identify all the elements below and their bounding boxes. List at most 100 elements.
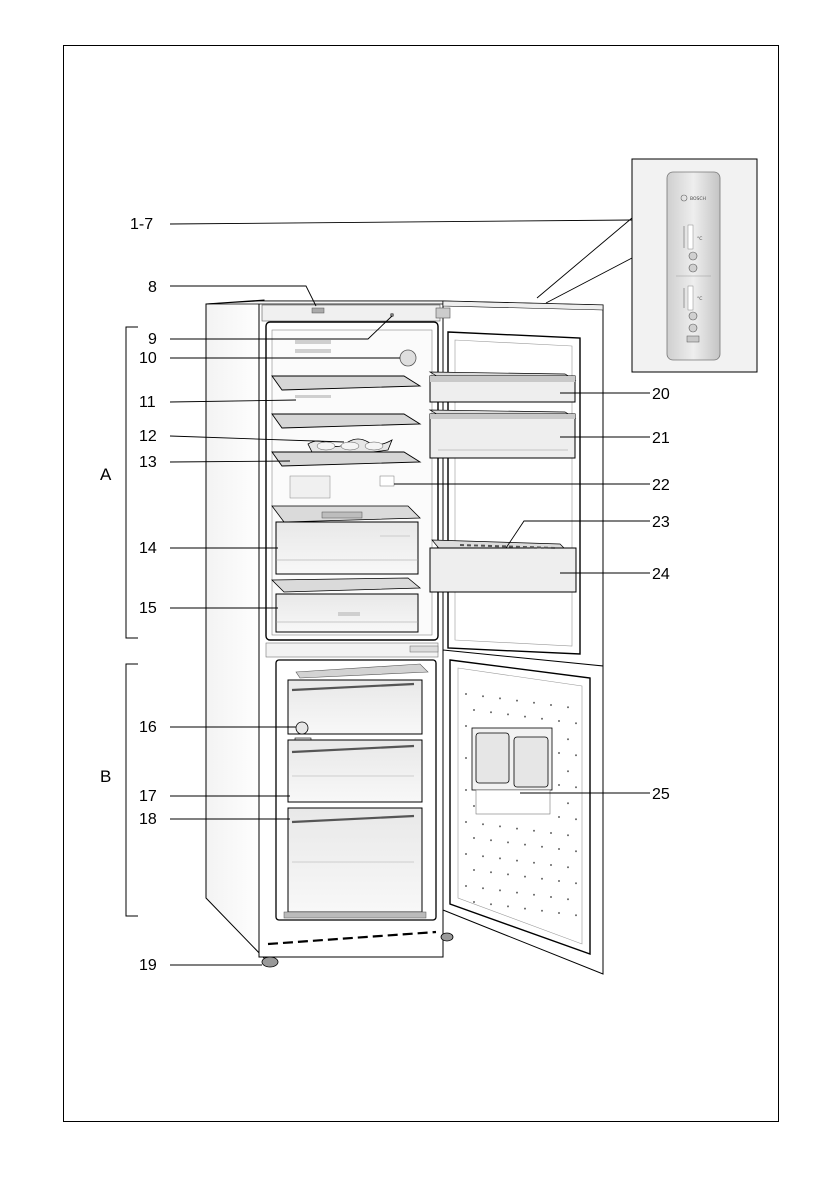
fridge-up-button[interactable] [688,251,698,261]
door-dot [490,839,492,842]
section-label-a: A [100,465,112,484]
door-dot [473,709,475,711]
label-8: 8 [148,279,157,296]
door-dot [499,889,501,892]
alarm-button[interactable] [686,335,700,343]
door-dot [575,722,577,725]
callout-20: 20 [560,386,670,403]
bosch-logo-icon [680,194,688,202]
label-11: 11 [139,394,156,411]
door-shelf-21[interactable] [428,409,577,459]
door-shelf-20[interactable] [428,371,577,403]
label-14: 14 [139,540,157,557]
section-label-b: B [100,767,111,786]
callout-11: 11 [139,394,297,411]
label-24: 24 [652,566,670,583]
freezer-door [442,649,604,975]
callout-12: 12 [139,428,345,445]
door-dot [575,754,577,757]
door-dot [567,802,569,805]
door-dot [465,757,467,759]
callout-10: 10 [139,350,400,367]
door-dot [490,903,492,906]
door-shelf-24[interactable] [429,539,577,593]
butter-indicator [379,475,395,487]
door-dot [575,914,577,917]
page-frame [63,45,779,1122]
door-dot [567,770,569,773]
label-20: 20 [652,386,670,403]
light-switch[interactable] [390,313,394,317]
door-dot [575,786,577,789]
door-dot [575,882,577,885]
label-16: 16 [139,719,157,736]
label-22: 22 [652,477,670,494]
door-dot [524,715,526,718]
door-dot [490,871,492,874]
door-dot [541,877,543,880]
callout-9: 9 [148,315,393,348]
freezer-drawer-17[interactable] [287,739,423,803]
freezer-drawer-18[interactable] [287,807,423,913]
door-dot [567,898,569,901]
door-dot [541,909,543,912]
door-dot [533,861,535,864]
ice-tray-icon [295,721,309,735]
door-dot [550,832,552,834]
fridge-temp-unit: °C [697,236,702,242]
door-dot [550,896,552,898]
glass-shelf-11 [271,375,422,391]
door-dot [558,784,560,786]
label-18: 18 [139,811,157,828]
freezer-drawer-16[interactable] [287,679,423,747]
label-1-7: 1-7 [130,216,153,233]
door-dot [465,853,467,855]
door-dot [473,837,475,839]
door-dot [541,717,543,720]
label-13: 13 [139,454,157,471]
callout-17: 17 [139,788,290,805]
door-dot [482,855,484,858]
door-dot [550,704,552,706]
door-dot [473,805,475,807]
door-dot [567,738,569,741]
callout-1-7: 1-7 [130,216,633,233]
freezer-up-button[interactable] [688,311,698,321]
fridge-super-button[interactable] [688,263,698,273]
freezer-super-button[interactable] [688,323,698,333]
door-dot [473,869,475,871]
label-23: 23 [652,514,670,531]
freezer-temp-unit: °C [697,296,702,302]
control-panel-inset: BOSCH °C °C [631,158,758,373]
callout-24: 24 [560,566,670,583]
door-dot [558,880,560,882]
door-dot [558,848,560,850]
door-dot [516,699,518,702]
door-dot [482,887,484,890]
door-dot [465,789,467,791]
door-dot [507,713,509,716]
door-dot [567,834,569,837]
callout-8: 8 [148,279,317,307]
control-panel-brand: BOSCH [690,196,706,202]
door-dot [507,873,509,876]
label-17: 17 [139,788,157,805]
door-dot [558,720,560,722]
bottle-holder-23[interactable] [459,544,557,549]
glass-shelf-12 [271,413,422,429]
door-dot-pattern [465,693,577,917]
door-dot [575,850,577,853]
door-dot [507,905,509,908]
door-dot [533,701,535,704]
crisper-drawer-14[interactable] [271,505,421,575]
callout-25: 25 [520,786,670,803]
label-9: 9 [148,331,157,348]
section-bracket-b [125,663,138,917]
door-dot [524,843,526,846]
door-dot [524,907,526,910]
door-dot [550,864,552,866]
callout-21: 21 [560,430,670,447]
callout-19: 19 [139,957,262,974]
crisper-drawer-15[interactable] [271,577,422,633]
